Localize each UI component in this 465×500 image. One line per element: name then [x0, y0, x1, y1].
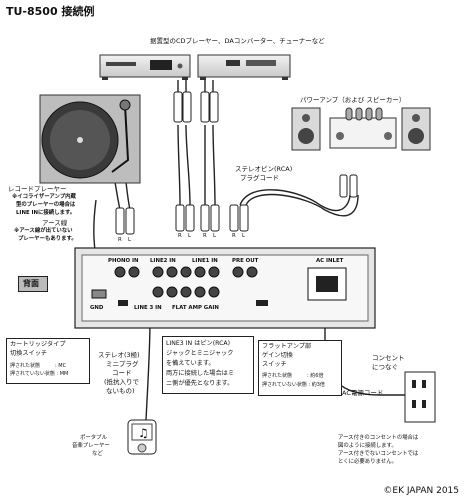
cartridge-switch-pressed: 押された状態 : MC	[10, 363, 67, 369]
portable-label-3: など	[92, 451, 103, 457]
turntable-icon	[39, 94, 141, 184]
flat-amp-gain-label: FLAT AMP GAIN	[172, 305, 219, 311]
outlet-label-2: につなぐ	[372, 363, 398, 371]
stereo-mini-label-4: (抵抗入りで	[104, 378, 140, 386]
ground-outlet-note-4: とくに必要ありません。	[338, 459, 397, 465]
power-amp-icon	[329, 107, 397, 149]
portable-label-1: ポータブル	[80, 435, 107, 441]
record-player-note-3: LINE INに接続します。	[16, 210, 76, 216]
line2-in-label: LINE2 IN	[150, 258, 176, 264]
preout-r-label: R	[232, 233, 236, 239]
line2-r-label: R	[178, 233, 182, 239]
cartridge-switch-callout: カートリッジタイプ 切換スイッチ 押された状態 : MC 押されていない状態 :…	[6, 338, 90, 384]
speaker-icon	[291, 107, 431, 151]
copyright: ©EK JAPAN 2015	[383, 486, 459, 496]
ac-inlet-label: AC INLET	[316, 258, 344, 264]
flat-amp-switch-3: スイッチ	[262, 361, 287, 368]
flat-amp-switch-1: フラットアンプ部	[262, 343, 312, 350]
ground-outlet-note-2: 図のように接続します。	[338, 443, 397, 449]
record-player-note-1: ※イコライザーアンプ内蔵	[12, 194, 76, 200]
amplifier-rear-panel	[74, 247, 376, 329]
line3-in-label: LINE 3 IN	[134, 305, 162, 311]
stereo-mini-label-5: ないもの)	[106, 387, 135, 395]
flat-amp-switch-callout: フラットアンプ部 ゲイン切換 スイッチ 押された状態 : 約6倍 押されていない…	[258, 340, 342, 396]
line1-l-label: L	[213, 233, 217, 239]
gnd-label: GND	[90, 305, 104, 311]
line1-in-label: LINE1 IN	[192, 258, 218, 264]
cartridge-switch-subtitle: 切換スイッチ	[10, 350, 48, 357]
phono-in-label: PHONO IN	[108, 258, 139, 264]
line3-note-1: LINE3 IN はピン(RCA)	[166, 340, 231, 347]
portable-label-2: 音楽プレーヤー	[72, 443, 110, 449]
page-title: TU-8500 接続例	[6, 5, 95, 18]
record-player-note-2: 型のプレーヤーの場合は	[16, 202, 76, 208]
ground-wire-note-2: プレーヤーもあります。	[18, 236, 77, 242]
ground-outlet-note-1: アース付きのコンセントの場合は	[338, 435, 419, 441]
line3-note-callout: LINE3 IN はピン(RCA) ジャックとミニジャック を備えています。 両…	[162, 336, 254, 394]
flat-amp-switch-5: 押されていない状態 : 約3倍	[262, 382, 325, 388]
line3-note-4: 両方に接続した場合はミ	[166, 370, 235, 377]
music-note-icon: ♫	[127, 419, 157, 455]
flat-amp-switch-4: 押された状態 : 約6倍	[262, 373, 324, 379]
stereo-mini-label-2: ミニプラグ	[106, 360, 139, 368]
stereo-pin-label-1: ステレオピン(RCA)	[235, 165, 293, 173]
line3-note-3: を備えています。	[166, 360, 215, 367]
preout-l-label: L	[242, 233, 246, 239]
ground-wire-label: アース線	[42, 219, 68, 227]
sources-label: 据置型のCDプレーヤー、DAコンバーター、チューナーなど	[150, 37, 325, 45]
record-player-label: レコードプレーヤー	[8, 185, 67, 193]
line3-note-5: ニ側が優先となります。	[166, 380, 234, 387]
da-converter-icon	[197, 54, 291, 80]
stereo-pin-label-2: プラグコード	[240, 174, 279, 182]
power-amp-label: パワーアンプ（および スピーカー）	[300, 96, 406, 104]
rear-panel-badge: 背面	[18, 276, 48, 292]
outlet-label-1: コンセント	[372, 354, 405, 362]
phono-l-label: L	[128, 237, 132, 243]
stereo-mini-label-1: ステレオ(3極)	[98, 351, 140, 359]
rear-panel-label: 背面	[23, 279, 39, 288]
phono-r-label: R	[118, 237, 122, 243]
cd-player-icon	[99, 54, 191, 80]
line2-l-label: L	[188, 233, 192, 239]
rca-plugs	[115, 91, 358, 235]
wall-outlet-icon	[404, 371, 436, 423]
line1-r-label: R	[203, 233, 207, 239]
ground-wire-note-1: ※アース線が出ていない	[14, 228, 73, 234]
flat-amp-switch-2: ゲイン切換	[262, 352, 293, 359]
svg-text:♫: ♫	[138, 426, 149, 440]
ac-cord-label: AC電源コード	[342, 389, 384, 397]
line3-note-2: ジャックとミニジャック	[166, 350, 234, 357]
stereo-mini-label-3: コード	[112, 369, 132, 377]
cartridge-switch-title: カートリッジタイプ	[10, 341, 66, 348]
ground-outlet-note-3: アース付きでないコンセントでは	[338, 451, 419, 457]
pre-out-label: PRE OUT	[232, 258, 259, 264]
cartridge-switch-released: 押されていない状態 : MM	[10, 371, 69, 377]
